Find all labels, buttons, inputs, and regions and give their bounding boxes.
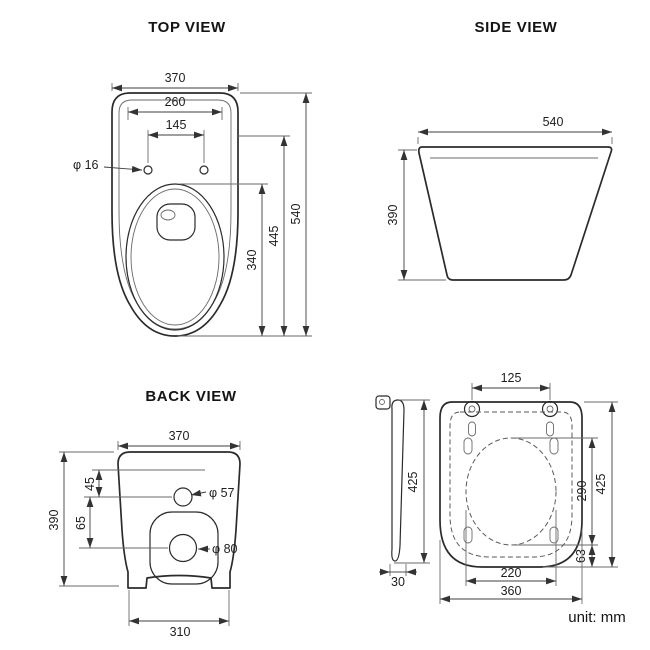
- sump-outline: [156, 203, 196, 241]
- dim-310: 310: [170, 625, 191, 639]
- dim-45: 45: [83, 477, 97, 491]
- seat-opening: [465, 437, 557, 546]
- small-hole: [173, 487, 193, 507]
- dim-125: 125: [501, 371, 522, 385]
- dim-340: 340: [245, 250, 259, 271]
- dim-445: 445: [267, 226, 281, 247]
- leader-hole-dia: [103, 165, 143, 173]
- dim-small-hole-dia: φ 57: [209, 486, 235, 500]
- dim-63: 63: [574, 549, 588, 563]
- leader-small-hole: [190, 489, 207, 497]
- seat-lid-outline: [439, 401, 583, 568]
- side-view-title: SIDE VIEW: [475, 19, 558, 36]
- dim-145: 145: [166, 118, 187, 132]
- seat-bumper: [549, 526, 559, 544]
- seat-hinge-right-hole: [546, 405, 554, 413]
- top-view-title: TOP VIEW: [148, 19, 226, 36]
- seat-hinge-right: [541, 400, 559, 418]
- sump-hole: [160, 209, 176, 221]
- seat-hinge-pin: [379, 399, 385, 405]
- dim-30: 30: [391, 575, 405, 589]
- bowl-opening-outer: [125, 183, 225, 331]
- seat-ring-contour: [449, 411, 573, 558]
- seat-hinge-left: [463, 400, 481, 418]
- dim-large-hole-dia: φ 80: [212, 542, 238, 556]
- back-view-title: BACK VIEW: [145, 388, 236, 405]
- fixing-hole-left: [143, 165, 153, 175]
- dim-220: 220: [501, 566, 522, 580]
- seat-slot-left: [468, 421, 476, 437]
- dim-hole-dia: φ 16: [73, 158, 99, 172]
- seat-slot-right: [546, 421, 554, 437]
- seat-hinge-bracket: [375, 395, 391, 410]
- bowl-opening-inner: [130, 188, 220, 326]
- dim-260: 260: [165, 95, 186, 109]
- seat-view: 30 425 125 290 63 425: [375, 371, 618, 604]
- seat-bumper: [463, 437, 473, 455]
- side-view-body-outline: [417, 146, 613, 281]
- top-view: TOP VIEW 370 260 145 φ 16 34: [73, 19, 312, 337]
- dim-290: 290: [575, 481, 589, 502]
- dim-540: 540: [289, 204, 303, 225]
- back-view-body-outline: [117, 451, 241, 589]
- dim-425-side: 425: [406, 472, 420, 493]
- seat-bumper: [463, 526, 473, 544]
- dim-390: 390: [386, 205, 400, 226]
- dim-360: 360: [501, 584, 522, 598]
- fixing-hole-right: [199, 165, 209, 175]
- seat-bumper: [549, 437, 559, 455]
- large-hole: [168, 533, 198, 563]
- top-view-body-outline: [111, 92, 239, 337]
- dim-65: 65: [74, 516, 88, 530]
- side-view: SIDE VIEW 540 390: [386, 19, 613, 281]
- dim-425: 425: [594, 474, 608, 495]
- back-view: BACK VIEW 370 45 65 390 φ 57 φ 80 310: [47, 388, 241, 639]
- seat-side-profile: [391, 399, 405, 562]
- seat-hinge-left-hole: [468, 405, 476, 413]
- dim-540: 540: [543, 115, 564, 129]
- unit-label: unit: mm: [568, 609, 626, 626]
- dim-370: 370: [169, 429, 190, 443]
- dim-390: 390: [47, 510, 61, 531]
- dim-370: 370: [165, 71, 186, 85]
